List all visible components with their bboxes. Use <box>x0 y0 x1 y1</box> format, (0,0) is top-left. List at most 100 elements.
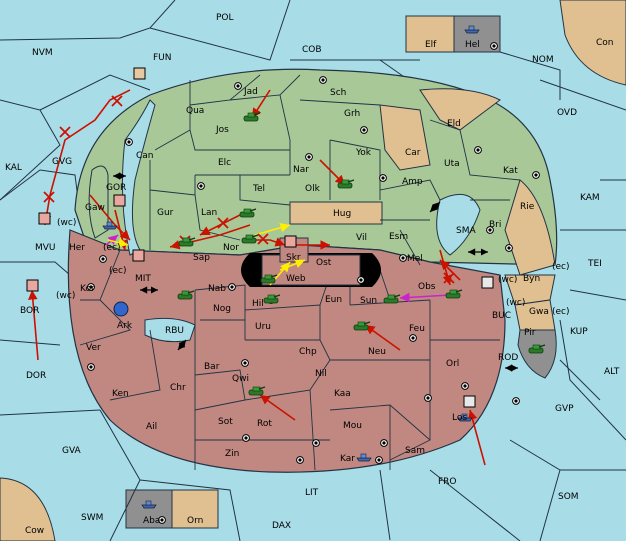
region-pir[interactable] <box>517 329 557 379</box>
sea-sma[interactable] <box>436 193 481 256</box>
province-label: (wc) <box>56 291 75 301</box>
province-label: TEI <box>587 259 602 269</box>
province-label: Amp <box>402 177 423 187</box>
province-label: RBU <box>165 326 184 336</box>
green-territory <box>74 68 558 266</box>
build-marker-icon <box>26 279 39 292</box>
region-gaw[interactable] <box>88 165 109 239</box>
region-rie[interactable] <box>504 179 556 276</box>
supply-center-icon <box>99 255 107 263</box>
province-label: Qwi <box>232 374 249 384</box>
supply-center-icon <box>125 138 133 146</box>
province-label: Elc <box>218 158 231 168</box>
supply-center-icon <box>424 394 432 402</box>
province-label: Kaa <box>334 389 351 399</box>
province-label: NOM <box>532 55 554 65</box>
red-territory <box>67 229 506 473</box>
province-label: Orn <box>187 516 203 526</box>
build-marker-icon <box>132 249 145 262</box>
province-label: Eun <box>325 295 342 305</box>
province-label: Nor <box>223 243 239 253</box>
build-marker-icon <box>481 276 494 289</box>
supply-center-icon <box>357 276 365 284</box>
province-label: Sch <box>330 88 346 98</box>
supply-center-icon <box>228 283 236 291</box>
province-label: Vil <box>356 233 367 243</box>
province-label: Neu <box>368 347 386 357</box>
province-label: Nil <box>315 369 327 379</box>
sea-rbu[interactable] <box>144 317 196 343</box>
province-label: KAL <box>5 163 22 173</box>
supply-center-icon <box>399 254 407 262</box>
province-label: DAX <box>272 521 291 531</box>
province-label: Yok <box>355 148 372 158</box>
province-labels: POL COB NVM FUN NOM Con Elf Hel OVD KAL … <box>5 13 620 536</box>
province-label: Rie <box>520 202 535 212</box>
province-label: SOM <box>558 492 579 502</box>
province-label: Can <box>136 151 154 161</box>
province-label: (ec) <box>109 266 127 276</box>
region-web[interactable] <box>261 254 361 286</box>
province-label: FRO <box>438 477 457 487</box>
province-label: Lan <box>201 208 217 218</box>
province-label: KAM <box>580 193 600 203</box>
province-label: Obs <box>418 282 436 292</box>
province-label: Hil <box>252 299 264 309</box>
region-hug[interactable] <box>289 201 383 225</box>
province-label: Nog <box>213 304 231 314</box>
province-label: OVD <box>557 108 577 118</box>
province-label: Nab <box>208 284 226 294</box>
supply-center-icon <box>380 439 388 447</box>
province-label: Gur <box>157 208 174 218</box>
province-label: Olk <box>305 184 321 194</box>
region-car[interactable] <box>379 104 431 171</box>
supply-center-icon <box>461 382 469 390</box>
build-marker-icon <box>463 395 476 408</box>
region-byn[interactable] <box>504 274 556 306</box>
province-label: Ail <box>146 422 157 432</box>
supply-center-icon <box>234 82 242 90</box>
build-marker-icon <box>113 194 126 207</box>
province-label: Los <box>452 413 467 423</box>
province-label: (wc) <box>498 275 517 285</box>
province-label: (wc) <box>506 298 525 308</box>
province-label: GVG <box>52 157 72 167</box>
province-label: Chr <box>170 383 186 393</box>
supply-center-icon <box>409 334 417 342</box>
province-label: SWM <box>81 513 103 523</box>
province-label: Sam <box>405 446 425 456</box>
province-label: ROD <box>498 353 518 363</box>
province-label: DOR <box>26 371 46 381</box>
province-label: GVP <box>555 404 574 414</box>
region-eld[interactable] <box>419 88 501 131</box>
build-marker-icon <box>133 67 146 80</box>
province-label: Mou <box>343 421 362 431</box>
province-label: Kat <box>503 166 518 176</box>
province-label: Ark <box>117 321 133 331</box>
supply-center-icon <box>490 42 498 50</box>
province-label: Sun <box>360 296 377 306</box>
province-label: Gwa <box>529 307 549 317</box>
province-label: Ken <box>112 389 129 399</box>
province-label: MVU <box>35 243 56 253</box>
province-label: Orl <box>446 359 459 369</box>
province-label: Jos <box>215 125 229 135</box>
province-label: Kar <box>340 454 355 464</box>
adjacency-arrows <box>113 172 518 372</box>
supply-center-icon <box>319 76 327 84</box>
province-label: BOR <box>20 306 39 316</box>
province-label: GVA <box>62 446 82 456</box>
province-label: KUP <box>570 327 588 337</box>
supply-center-icon <box>505 244 513 252</box>
province-label: Zin <box>225 449 239 459</box>
supply-center-icon <box>532 171 540 179</box>
region-orn[interactable] <box>171 489 219 529</box>
province-label: Skr <box>286 253 301 263</box>
province-label: Uta <box>444 159 460 169</box>
supply-center-icon <box>474 146 482 154</box>
province-label: Hug <box>333 209 351 219</box>
province-label: Rot <box>257 419 272 429</box>
province-label: MIT <box>135 274 151 284</box>
province-label: SMA <box>456 226 476 236</box>
